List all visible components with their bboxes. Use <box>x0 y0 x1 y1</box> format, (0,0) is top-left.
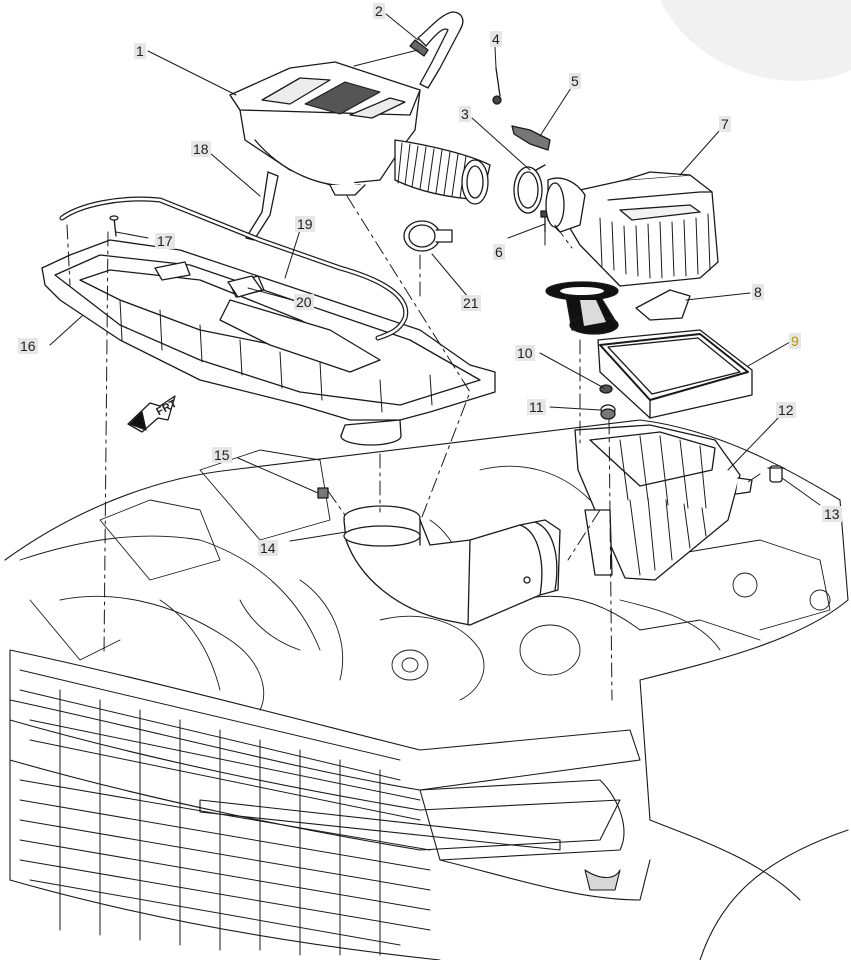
callout-11: 11 <box>527 399 546 415</box>
part-16-upper-radiator-shroud <box>41 239 496 446</box>
part-13-grommet <box>767 465 785 483</box>
forward-arrow-icon <box>127 395 176 433</box>
callout-13: 13 <box>822 506 842 522</box>
callout-10: 10 <box>515 345 535 361</box>
callout-2: 2 <box>373 3 385 19</box>
part-2-vent-hose <box>409 11 464 89</box>
callout-9: 9 <box>789 333 801 349</box>
part-20-label <box>227 275 263 298</box>
background-corner-shape <box>660 0 851 82</box>
part-9-air-filter <box>597 329 753 419</box>
callout-17: 17 <box>155 233 175 249</box>
part-11-grommet <box>600 404 616 420</box>
part-1-corrugated-duct <box>394 139 491 205</box>
callout-6: 6 <box>493 244 505 260</box>
callout-14: 14 <box>258 540 278 556</box>
part-1-intake-resonator <box>229 61 421 196</box>
callout-18: 18 <box>191 141 211 157</box>
callout-5: 5 <box>569 73 581 89</box>
callout-21: 21 <box>461 295 481 311</box>
vehicle-front-drawing <box>4 419 849 960</box>
part-10-grommet <box>599 384 613 394</box>
part-17-push-pin <box>109 215 119 237</box>
callout-16: 16 <box>18 338 38 354</box>
part-4-bolt <box>492 67 502 105</box>
part-7-air-cleaner-cover <box>545 171 719 287</box>
callout-1: 1 <box>134 43 146 59</box>
highlighted-filter-insert <box>545 281 619 335</box>
callout-7: 7 <box>719 116 731 132</box>
part-15-nut <box>317 487 329 499</box>
callout-15: 15 <box>212 447 232 463</box>
part-12-air-cleaner-housing <box>574 424 753 581</box>
part-19-seal-inner <box>60 197 408 340</box>
callout-20: 20 <box>294 294 314 310</box>
callout-4: 4 <box>490 31 502 47</box>
part-5-sensor <box>511 125 551 151</box>
callout-19: 19 <box>295 216 315 232</box>
part-14-intake-duct <box>343 505 561 626</box>
part-3-clamp <box>513 164 546 214</box>
leader-lines <box>49 13 821 701</box>
callout-3: 3 <box>459 106 471 122</box>
callout-12: 12 <box>776 402 796 418</box>
part-18-bracket <box>245 171 279 241</box>
callout-8: 8 <box>752 284 764 300</box>
part-8-label <box>635 289 691 321</box>
part-21-clamp <box>403 220 453 252</box>
